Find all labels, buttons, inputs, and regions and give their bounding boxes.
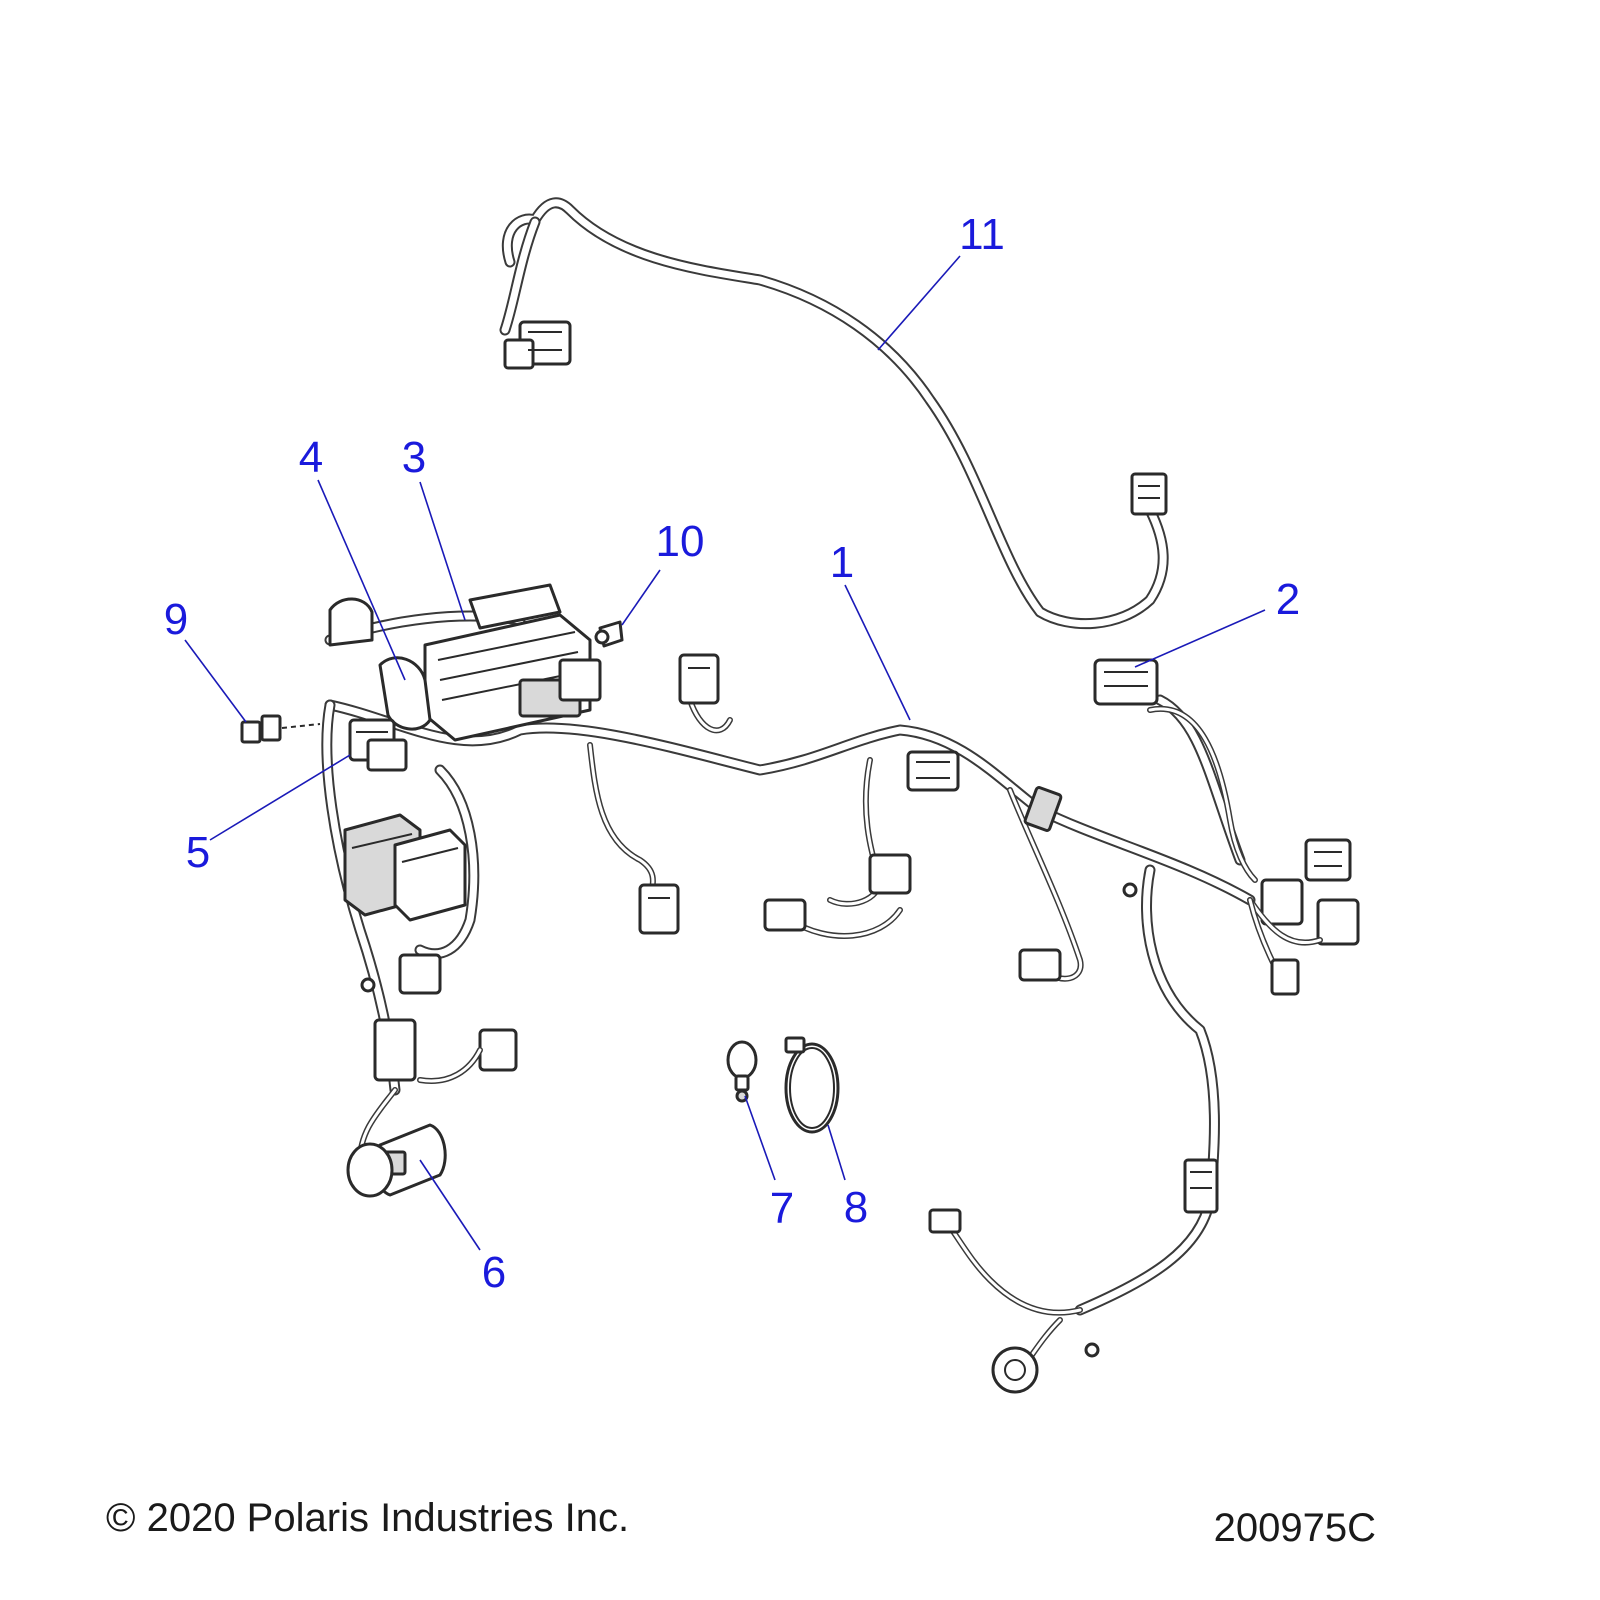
leader-line-7 — [744, 1095, 776, 1181]
callout-11: 11 — [959, 210, 1005, 259]
callout-4: 4 — [298, 433, 324, 482]
part-1-main-harness — [321, 610, 1360, 1394]
part-2-connector — [1093, 658, 1258, 883]
callout-3: 3 — [401, 433, 427, 482]
leader-line-3 — [419, 481, 466, 621]
leader-line-6 — [419, 1159, 481, 1251]
leader-line-2 — [1134, 609, 1266, 668]
diagram-id: 200975C — [1213, 1506, 1376, 1550]
part-3-fuse-box — [423, 583, 602, 742]
leader-line-1 — [844, 584, 911, 721]
callout-10: 10 — [655, 517, 705, 566]
part-11-harness-branch — [499, 197, 1169, 630]
leader-line-4 — [317, 479, 406, 681]
leader-line-10 — [621, 569, 661, 626]
callout-1: 1 — [829, 538, 855, 587]
callout-9: 9 — [163, 595, 189, 644]
callout-7: 7 — [769, 1184, 795, 1233]
callout-2: 2 — [1275, 575, 1301, 624]
leader-line-8 — [827, 1124, 846, 1181]
callout-8: 8 — [843, 1183, 869, 1232]
leader-line-9 — [184, 639, 247, 723]
relay-module — [343, 813, 518, 1084]
part-8-cable-tie — [784, 1036, 840, 1134]
copyright-notice: © 2020 Polaris Industries Inc. — [106, 1496, 630, 1540]
leader-lines — [184, 255, 1266, 1251]
part-7-push-clip — [726, 1040, 758, 1103]
part-6-connector-cover — [346, 1087, 447, 1198]
leader-line-11 — [877, 255, 961, 351]
part-9-fuse — [240, 714, 321, 744]
part-5-connector — [348, 718, 408, 772]
part-10-clip — [594, 620, 624, 648]
leader-line-5 — [209, 754, 351, 841]
callout-6: 6 — [481, 1248, 507, 1297]
callout-5: 5 — [185, 828, 211, 877]
